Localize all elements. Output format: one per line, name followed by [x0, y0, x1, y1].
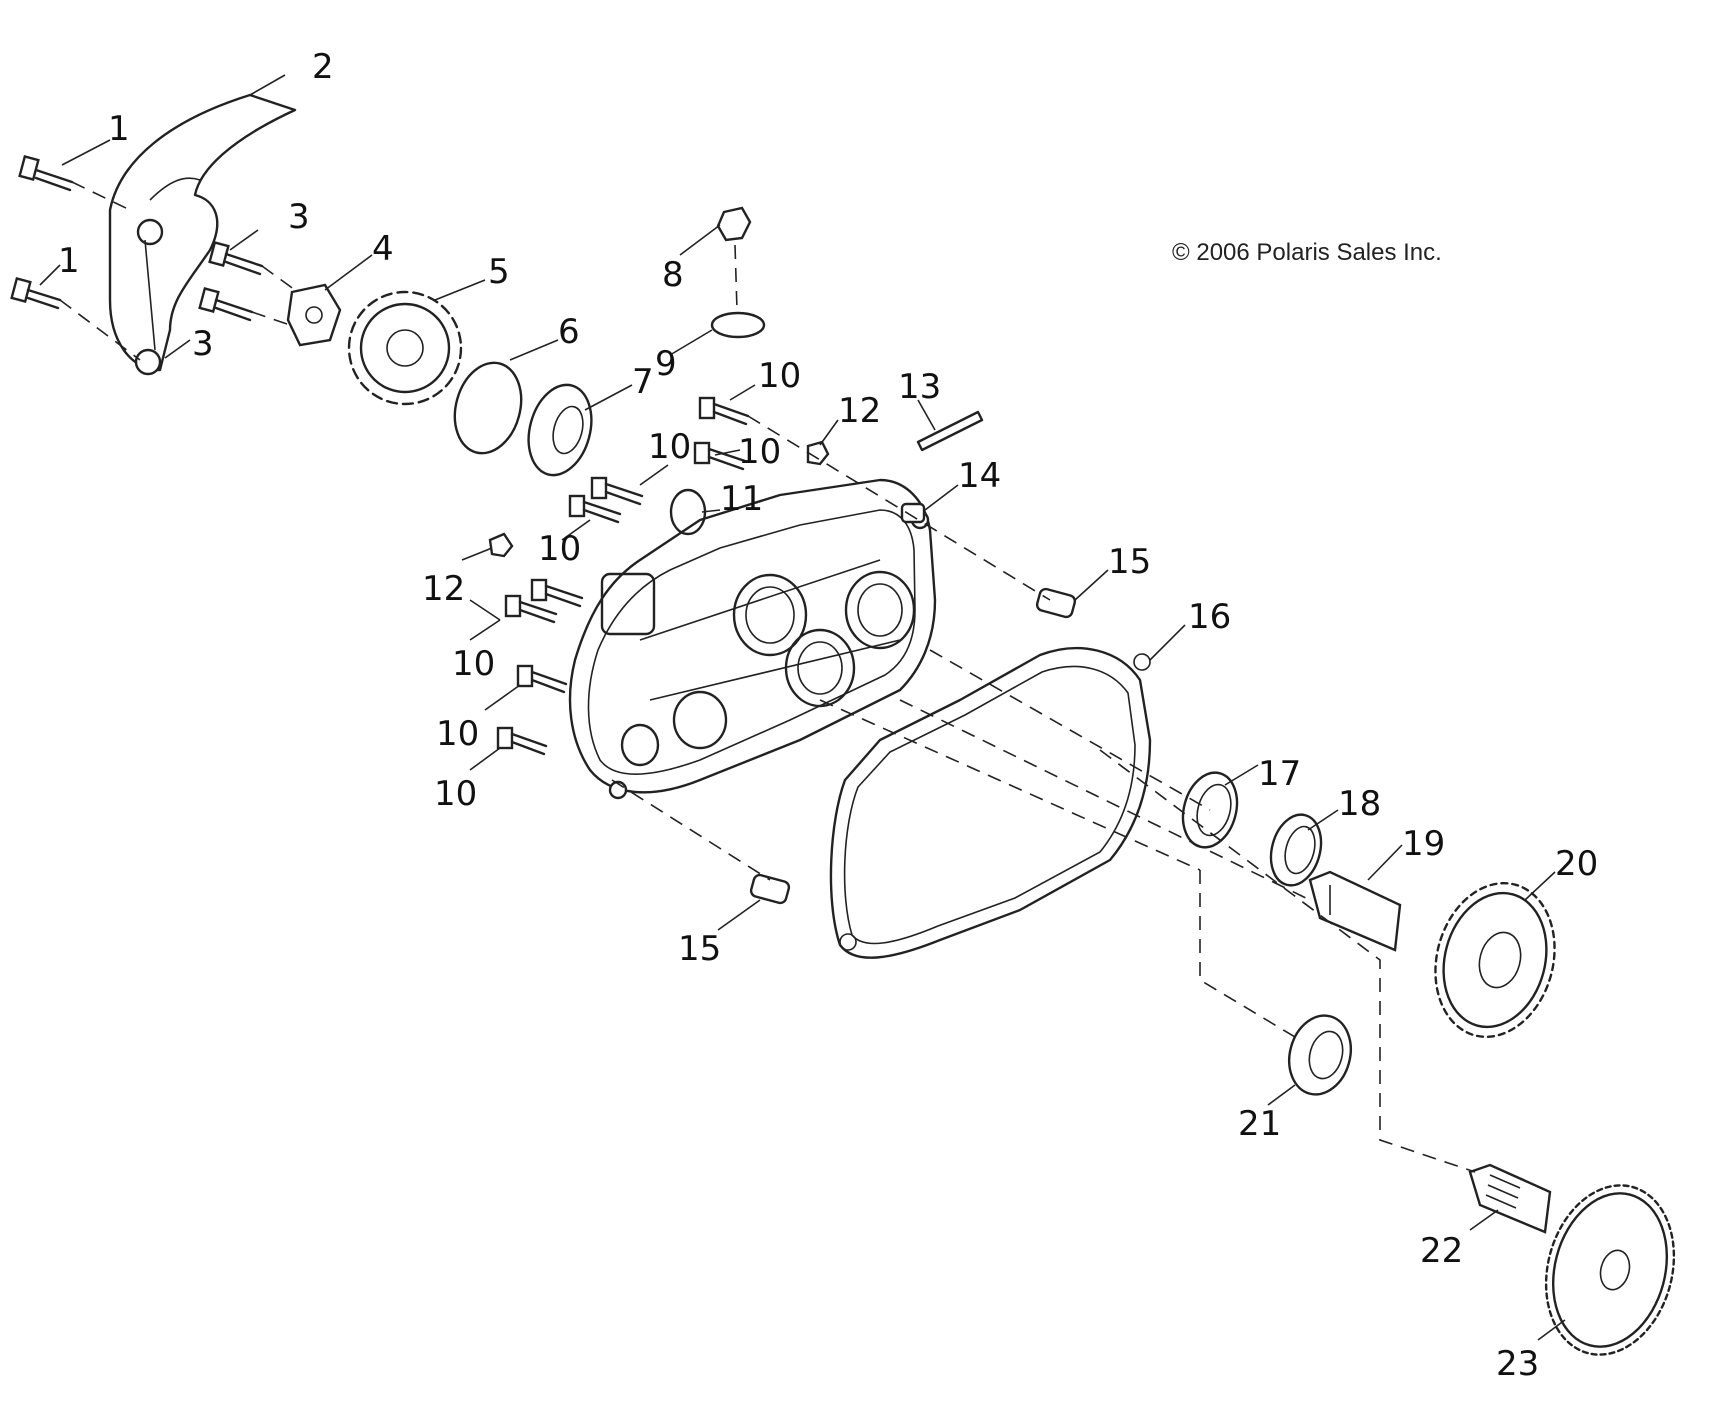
- seal-part-18: [1269, 813, 1323, 887]
- leader-lines: [39, 74, 1566, 1341]
- callout-17: 17: [1258, 754, 1301, 794]
- snap-ring-part: [453, 361, 523, 455]
- callout-16: 16: [1188, 597, 1231, 637]
- bolt-part-3b: [198, 287, 254, 322]
- bolt-part-3a: [208, 241, 264, 276]
- bearing-part-21: [1288, 1014, 1352, 1096]
- callout-10c: 10: [648, 427, 691, 467]
- assembly-lines: [59, 181, 1476, 1173]
- gear-part-20: [1434, 881, 1556, 1039]
- bolt-part-10c: [590, 476, 644, 506]
- callout-22: 22: [1420, 1231, 1463, 1271]
- callout-18: 18: [1338, 784, 1381, 824]
- gasket-part-16: [829, 647, 1152, 959]
- callout-15b: 15: [678, 929, 721, 969]
- callout-6: 6: [558, 312, 580, 352]
- callout-10f: 10: [436, 714, 479, 754]
- bolt-part-1b: [10, 277, 62, 310]
- pin-part-13: [916, 410, 984, 452]
- callout-3a: 3: [288, 197, 310, 237]
- callout-13: 13: [898, 367, 941, 407]
- callout-3b: 3: [192, 324, 214, 364]
- callout-1a: 1: [108, 109, 130, 149]
- fitting-part-12a: [806, 440, 830, 466]
- callout-21: 21: [1238, 1104, 1281, 1144]
- pinion-shaft-part-22: [1468, 1163, 1552, 1234]
- bolt-part-1a: [18, 155, 74, 192]
- callout-9: 9: [655, 344, 677, 384]
- callout-14: 14: [958, 456, 1001, 496]
- callout-labels: 1 1 2 3 3 4 5 6 7 8 9 10 10 10 10 10 10 …: [58, 47, 1598, 1384]
- callout-10d: 10: [538, 529, 581, 569]
- callout-2: 2: [312, 47, 334, 87]
- callout-8: 8: [662, 255, 684, 295]
- callout-11: 11: [720, 479, 763, 519]
- callout-12b: 12: [422, 569, 465, 609]
- o-ring-part: [710, 311, 766, 339]
- bolt-part-10b: [693, 441, 747, 471]
- callout-10e: 10: [452, 644, 495, 684]
- callout-10b: 10: [738, 432, 781, 472]
- gear-part-23: [1544, 1184, 1676, 1356]
- callout-10g: 10: [434, 774, 477, 814]
- callout-12a: 12: [838, 391, 881, 431]
- dowel-part-15a: [1035, 587, 1077, 619]
- callout-4: 4: [372, 229, 394, 269]
- copyright-text: © 2006 Polaris Sales Inc.: [1172, 239, 1442, 266]
- dowel-part-15b: [749, 873, 791, 905]
- gearcase-housing-part: [568, 478, 937, 800]
- callout-20: 20: [1555, 844, 1598, 884]
- callout-19: 19: [1402, 824, 1445, 864]
- callout-5: 5: [488, 252, 510, 292]
- bolt-part-10g: [496, 726, 548, 756]
- callout-7: 7: [632, 362, 654, 402]
- bolt-part-10f: [516, 664, 568, 694]
- bolt-part-10a: [698, 396, 750, 426]
- callout-1b: 1: [58, 241, 80, 281]
- drain-plug-part: [716, 206, 752, 311]
- bolt-part-10d: [568, 494, 622, 524]
- sprocket-part: [347, 290, 463, 406]
- callout-15a: 15: [1108, 542, 1151, 582]
- fitting-part-12b: [488, 532, 514, 558]
- callout-10a: 10: [758, 356, 801, 396]
- fitting-part-14: [900, 502, 926, 524]
- shaft-part-19: [1308, 870, 1402, 952]
- lock-plate-part: [286, 283, 342, 347]
- chain-guard-part: [108, 93, 297, 376]
- bolt-part-10e: [504, 578, 584, 624]
- bearing-part-7: [527, 383, 593, 477]
- callout-23: 23: [1496, 1344, 1539, 1384]
